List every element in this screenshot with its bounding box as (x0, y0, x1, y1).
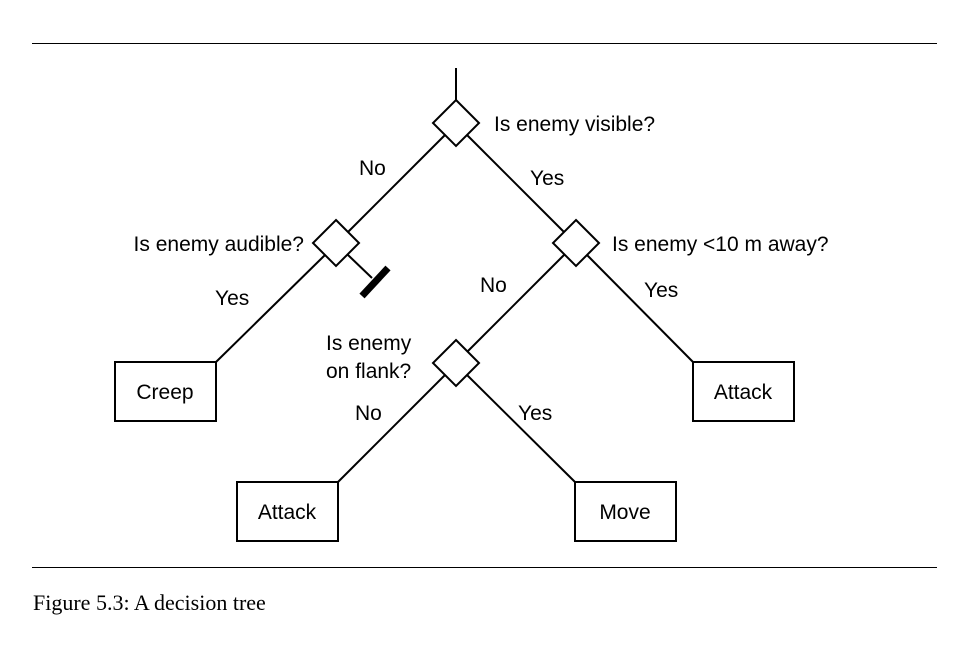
top-rule (32, 43, 937, 44)
edge-label-visible-no: No (359, 157, 386, 180)
leaf-label-creep: Creep (136, 381, 193, 404)
leaf-label-attack-near: Attack (714, 381, 773, 404)
edge-label-flank-yes: Yes (518, 402, 552, 425)
edge-audible-yes (215, 254, 326, 363)
decision-diamond-near (551, 218, 601, 268)
blocked-end-marker (359, 265, 391, 299)
leaf-box-move (574, 481, 677, 542)
question-enemy-audible: Is enemy audible? (134, 233, 304, 256)
edge-label-visible-yes: Yes (530, 167, 564, 190)
edge-visible-yes (466, 134, 565, 233)
question-enemy-near: Is enemy <10 m away? (612, 233, 829, 256)
edge-near-no (466, 254, 565, 353)
edge-audible-blocked (347, 254, 373, 279)
bottom-rule (32, 567, 937, 568)
edge-label-flank-no: No (355, 402, 382, 425)
edge-visible-no (347, 134, 446, 233)
edge-near-yes (586, 254, 694, 363)
leaf-box-attack-flank (236, 481, 339, 542)
edge-label-near-yes: Yes (644, 279, 678, 302)
decision-diamond-visible (431, 98, 481, 148)
leaf-box-creep (114, 361, 217, 422)
question-enemy-flank-line1: Is enemy (326, 332, 412, 355)
edge-label-near-no: No (480, 274, 507, 297)
edge-flank-no (337, 374, 446, 483)
decision-diamond-audible (311, 218, 361, 268)
edge-label-audible-yes: Yes (215, 287, 249, 310)
leaf-box-attack-near (692, 361, 795, 422)
leaf-label-attack-flank: Attack (258, 501, 317, 524)
leaf-label-move: Move (599, 501, 650, 524)
decision-diamond-flank (431, 338, 481, 388)
figure-caption: Figure 5.3: A decision tree (33, 590, 266, 615)
question-enemy-visible: Is enemy visible? (494, 113, 655, 136)
edge-flank-yes (466, 374, 576, 483)
question-enemy-flank-line2: on flank? (326, 360, 411, 383)
